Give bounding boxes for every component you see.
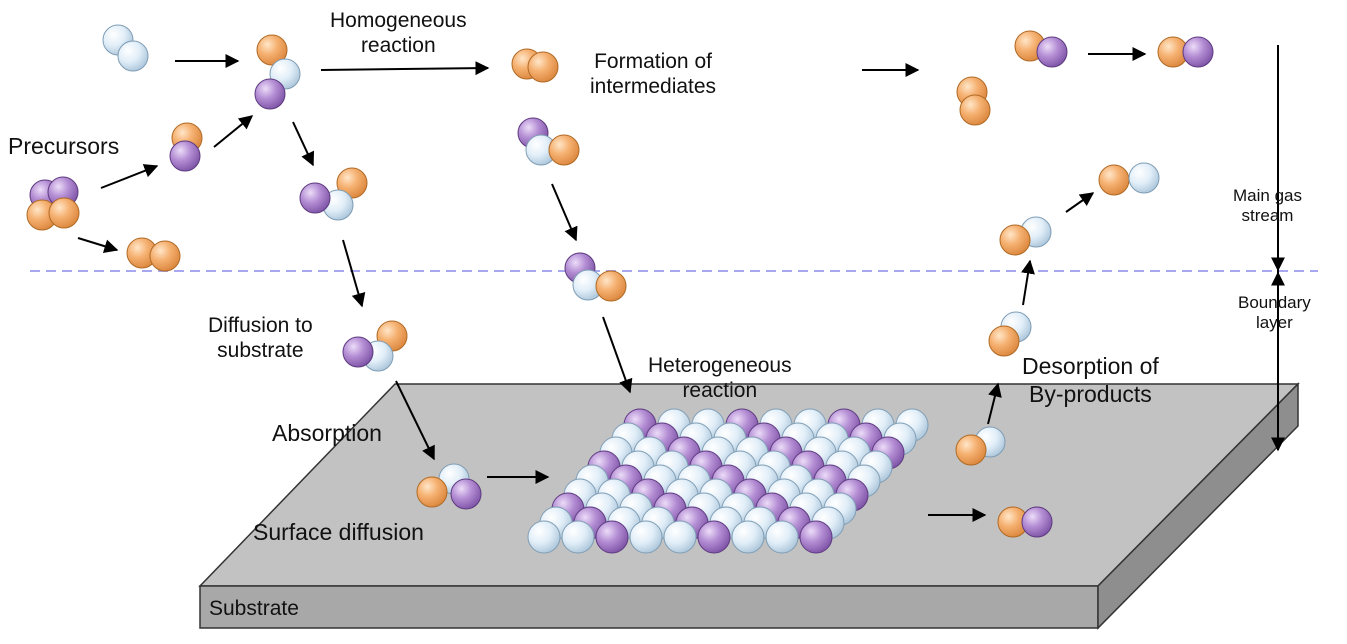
purple-atom	[169, 140, 201, 172]
arrow	[292, 121, 315, 167]
arrow	[342, 239, 366, 308]
blue-atom	[527, 520, 561, 554]
molecule	[1014, 30, 1068, 68]
orange-atom	[336, 167, 368, 199]
arrow	[77, 237, 119, 253]
molecule	[254, 34, 301, 110]
orange-atom	[527, 51, 559, 83]
purple-atom	[450, 478, 482, 510]
blue-atom	[731, 520, 765, 554]
purple-atom	[799, 520, 833, 554]
purple-atom	[1036, 36, 1068, 68]
arrow	[395, 380, 435, 461]
blue-atom	[663, 520, 697, 554]
main-gas-stream-label: Main gas stream	[1233, 186, 1302, 226]
formation-intermediates-label: Formation of intermediates	[590, 50, 717, 99]
substrate-side-face	[1097, 382, 1299, 630]
arrow	[602, 316, 633, 394]
diffusion-to-substrate-label: Diffusion to substrate	[208, 314, 313, 363]
boundary-layer-label: Boundary layer	[1238, 293, 1311, 333]
orange-atom	[955, 434, 987, 466]
molecules	[26, 24, 1214, 538]
purple-atom	[697, 520, 731, 554]
orange-atom	[988, 325, 1020, 357]
blue-atom	[765, 520, 799, 554]
purple-atom	[1021, 506, 1053, 538]
orange-atom	[48, 197, 80, 229]
molecule	[299, 167, 368, 221]
arrow	[987, 382, 1002, 425]
arrow	[1065, 192, 1095, 213]
purple-atom	[1182, 36, 1214, 68]
purple-atom	[254, 78, 286, 110]
arrow	[213, 115, 254, 148]
desorption-byproducts-label: Desorption of By-products	[1022, 353, 1159, 407]
homogeneous-reaction-label: Homogeneous reaction	[330, 9, 467, 58]
precursors-label: Precursors	[8, 133, 120, 159]
molecule	[126, 237, 181, 272]
orange-atom	[416, 476, 448, 508]
purple-atom	[342, 336, 374, 368]
molecule	[955, 426, 1006, 466]
blue-atom	[629, 520, 663, 554]
heterogeneous-reaction-label: Heterogeneous reaction	[648, 354, 792, 403]
arrow	[100, 164, 159, 189]
deposited-film-lattice	[527, 408, 929, 554]
orange-atom	[256, 34, 288, 66]
homogeneous-arrow	[320, 61, 490, 76]
substrate-front-face	[199, 585, 1099, 629]
molecule	[169, 122, 203, 172]
molecule	[564, 252, 627, 302]
blue-atom	[117, 40, 149, 72]
molecule	[956, 76, 991, 126]
arrow	[1021, 259, 1035, 306]
orange-atom	[999, 224, 1031, 256]
purple-atom	[595, 520, 629, 554]
process-arrows	[77, 45, 1285, 522]
molecule	[416, 463, 482, 510]
molecule	[1098, 162, 1160, 196]
molecule	[517, 117, 580, 166]
orange-atom	[959, 94, 991, 126]
molecule	[1157, 36, 1214, 68]
molecule	[26, 176, 80, 231]
molecule	[988, 311, 1032, 357]
molecule	[511, 48, 559, 83]
molecule	[342, 320, 408, 372]
surface-diffusion-label: Surface diffusion	[253, 519, 424, 545]
blue-atom	[561, 520, 595, 554]
orange-atom	[149, 240, 181, 272]
orange-atom	[595, 270, 627, 302]
molecule	[997, 506, 1053, 538]
orange-atom	[548, 134, 580, 166]
orange-atom	[1098, 164, 1130, 196]
substrate-label: Substrate	[209, 597, 299, 620]
arrow	[551, 183, 578, 242]
purple-atom	[299, 182, 331, 214]
absorption-label: Absorption	[272, 420, 382, 446]
molecule	[999, 216, 1052, 256]
blue-atom	[1128, 162, 1160, 194]
molecule	[102, 24, 149, 72]
